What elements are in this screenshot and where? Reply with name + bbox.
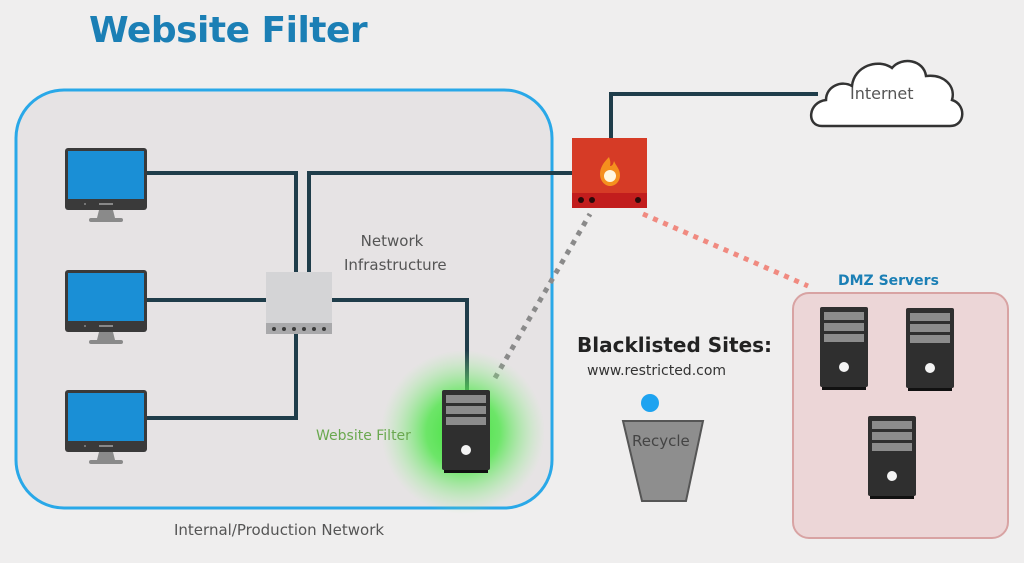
cable-switch-firewall <box>307 171 572 272</box>
blacklisted-sites-heading: Blacklisted Sites: <box>577 333 773 357</box>
website-filter-server[interactable] <box>442 390 490 473</box>
cable-ws3-switch <box>146 334 298 420</box>
blocked-packet-dot <box>641 394 659 412</box>
website-filter-label: Website Filter <box>316 428 411 444</box>
page-title: Website Filter <box>89 10 368 51</box>
cable-ws1-switch <box>146 171 298 272</box>
dmz-server-2[interactable] <box>906 308 954 391</box>
internet-cloud-icon[interactable] <box>810 59 964 128</box>
recycle-bin-icon[interactable] <box>621 420 705 502</box>
firewall[interactable] <box>572 138 647 208</box>
dmz-server-3[interactable] <box>868 416 916 499</box>
dmz-servers-label: DMZ Servers <box>838 273 939 289</box>
link-firewall-dmz <box>642 211 809 289</box>
dmz-server-1[interactable] <box>820 307 868 390</box>
switch-ports-icon <box>272 327 326 331</box>
network-switch[interactable] <box>266 272 332 334</box>
blacklisted-site-url: www.restricted.com <box>587 363 727 379</box>
network-infrastructure-label: Network Infrastructure <box>344 232 447 274</box>
flame-icon <box>600 157 620 186</box>
link-filter-firewall <box>492 212 593 380</box>
internal-network-label: Internal/Production Network <box>174 521 385 539</box>
cable-firewall-internet <box>609 92 818 138</box>
internet-label: Internet <box>850 84 914 103</box>
firewall-port-icon <box>578 197 641 203</box>
recycle-label: Recycle <box>632 432 690 450</box>
